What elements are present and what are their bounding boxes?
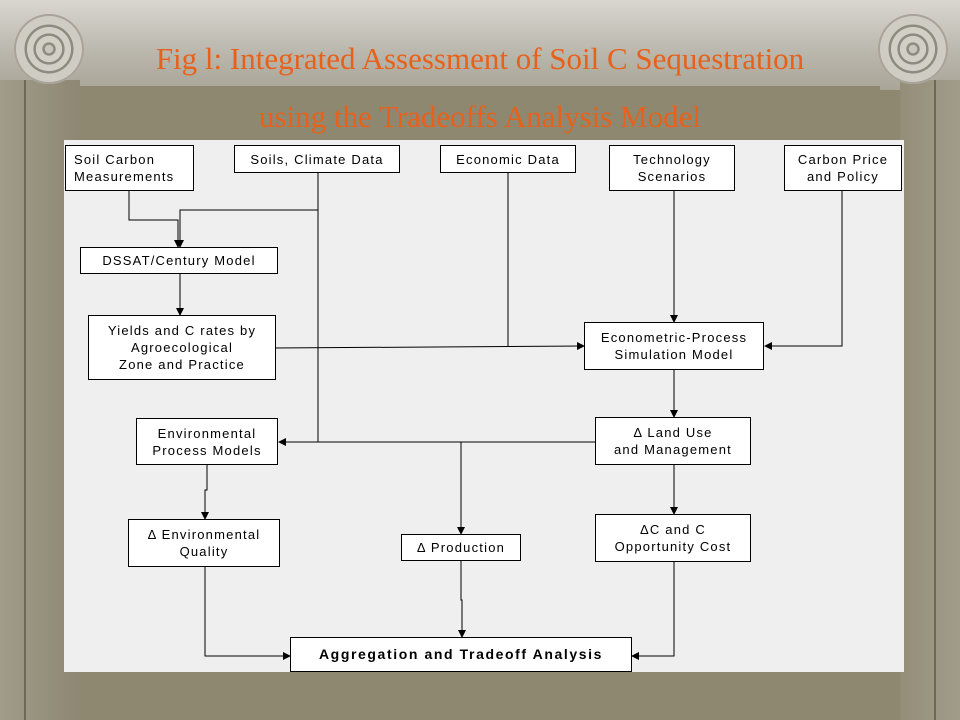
node-environmental-quality: Δ Environmental Quality: [128, 519, 280, 567]
node-text: Soils, Climate Data: [250, 151, 384, 167]
left-column-line: [24, 80, 26, 720]
edge-c-opportunity-to-aggregation: [631, 562, 675, 660]
node-text: Simulation Model: [614, 347, 734, 362]
node-soil-carbon-measurements: Soil Carbon Measurements: [65, 145, 194, 191]
node-text: Quality: [179, 544, 229, 559]
node-dssat-century-model: DSSAT/Century Model: [80, 247, 278, 274]
node-text: Δ Environmental: [147, 527, 261, 542]
node-text: Process Models: [152, 442, 262, 458]
node-text: DSSAT/Century Model: [102, 253, 256, 268]
slide-title-line-1: Fig l: Integrated Assessment of Soil C S…: [155, 41, 805, 76]
edge-carbon-price-to-econometric: [764, 190, 843, 350]
node-aggregation-tradeoff-analysis: Aggregation and Tradeoff Analysis: [290, 637, 632, 672]
node-text: Aggregation and Tradeoff Analysis: [318, 646, 604, 662]
node-text: ΔC and C: [640, 522, 706, 537]
diagram-canvas: [64, 140, 904, 672]
node-environmental-process-models: Environmental Process Models: [136, 418, 278, 465]
node-text: Scenarios: [637, 169, 707, 184]
node-carbon-price-policy: Carbon Price and Policy: [784, 145, 902, 191]
node-text: Agroecological: [130, 340, 234, 355]
node-text: Economic Data: [456, 151, 560, 167]
node-text: Soil Carbon: [74, 152, 156, 167]
node-text: Carbon Price: [797, 152, 889, 167]
node-text: Measurements: [74, 169, 175, 184]
slide-frame-top: [0, 0, 960, 90]
edge-yields-to-econometric: [274, 342, 585, 351]
node-text: and Management: [614, 442, 732, 457]
node-technology-scenarios: Technology Scenarios: [609, 145, 735, 191]
slide-title-line-2: using the Tradeoffs Analysis Model: [258, 99, 702, 134]
edge-soil-carbon-to-dssat: [128, 190, 182, 248]
slide-title: Fig l: Integrated Assessment of Soil C S…: [60, 30, 900, 146]
right-column-line: [934, 80, 936, 720]
node-text: and Policy: [807, 169, 879, 184]
edge-env-process-to-env-quality: [201, 465, 209, 520]
right-column-decoration: [900, 80, 960, 720]
edge-production-to-aggregation: [458, 560, 466, 638]
node-text: Econometric-Process: [600, 330, 748, 345]
left-scroll-ornament-icon: [14, 14, 84, 84]
node-text: Environmental: [157, 425, 257, 441]
node-production: Δ Production: [401, 534, 521, 561]
node-text: Zone and Practice: [119, 357, 245, 372]
node-yields-c-rates: Yields and C rates by Agroecological Zon…: [88, 315, 276, 380]
right-scroll-ornament-icon: [878, 14, 948, 84]
node-text: Technology: [633, 152, 711, 167]
node-text: Opportunity Cost: [614, 539, 732, 554]
node-economic-data: Economic Data: [440, 145, 576, 173]
node-soils-climate-data: Soils, Climate Data: [234, 145, 400, 173]
node-text: Δ Land Use: [633, 425, 713, 440]
edge-soils-climate-to-dssat: [176, 172, 319, 248]
title-band: [80, 86, 880, 144]
edge-soils-climate-to-env-process: [278, 210, 319, 446]
node-land-use-management: Δ Land Use and Management: [595, 417, 751, 465]
node-c-opportunity-cost: ΔC and C Opportunity Cost: [595, 514, 751, 562]
edge-env-quality-to-aggregation: [204, 566, 291, 660]
node-text: Δ Production: [416, 540, 506, 555]
node-econometric-process-model: Econometric-Process Simulation Model: [584, 322, 764, 370]
node-text: Yields and C rates by: [107, 323, 257, 338]
